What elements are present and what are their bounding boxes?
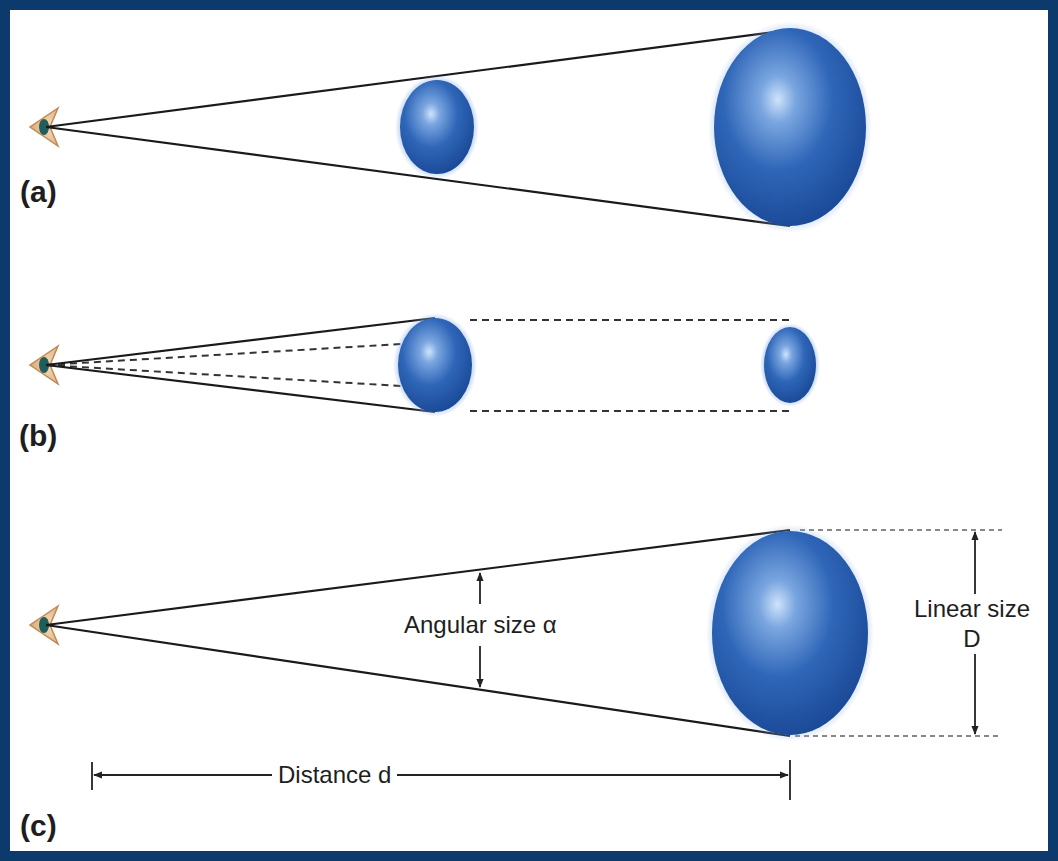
panel-letter: (a) (20, 173, 57, 211)
panel-letter: (c) (20, 807, 57, 845)
sphere (393, 313, 477, 417)
distance-label: Distance d (272, 760, 397, 790)
sphere (760, 323, 820, 407)
white-panel (10, 10, 1048, 851)
sight-line (46, 530, 790, 736)
dimension-label: Linear size D (902, 594, 1042, 654)
panel-letter: (b) (19, 417, 57, 455)
sight-line (46, 30, 790, 226)
sphere (708, 21, 872, 233)
sphere (395, 75, 479, 179)
angle-label: Angular size α (398, 610, 563, 640)
distance-line (92, 760, 790, 800)
sphere (706, 524, 874, 742)
sight-line (46, 318, 435, 412)
